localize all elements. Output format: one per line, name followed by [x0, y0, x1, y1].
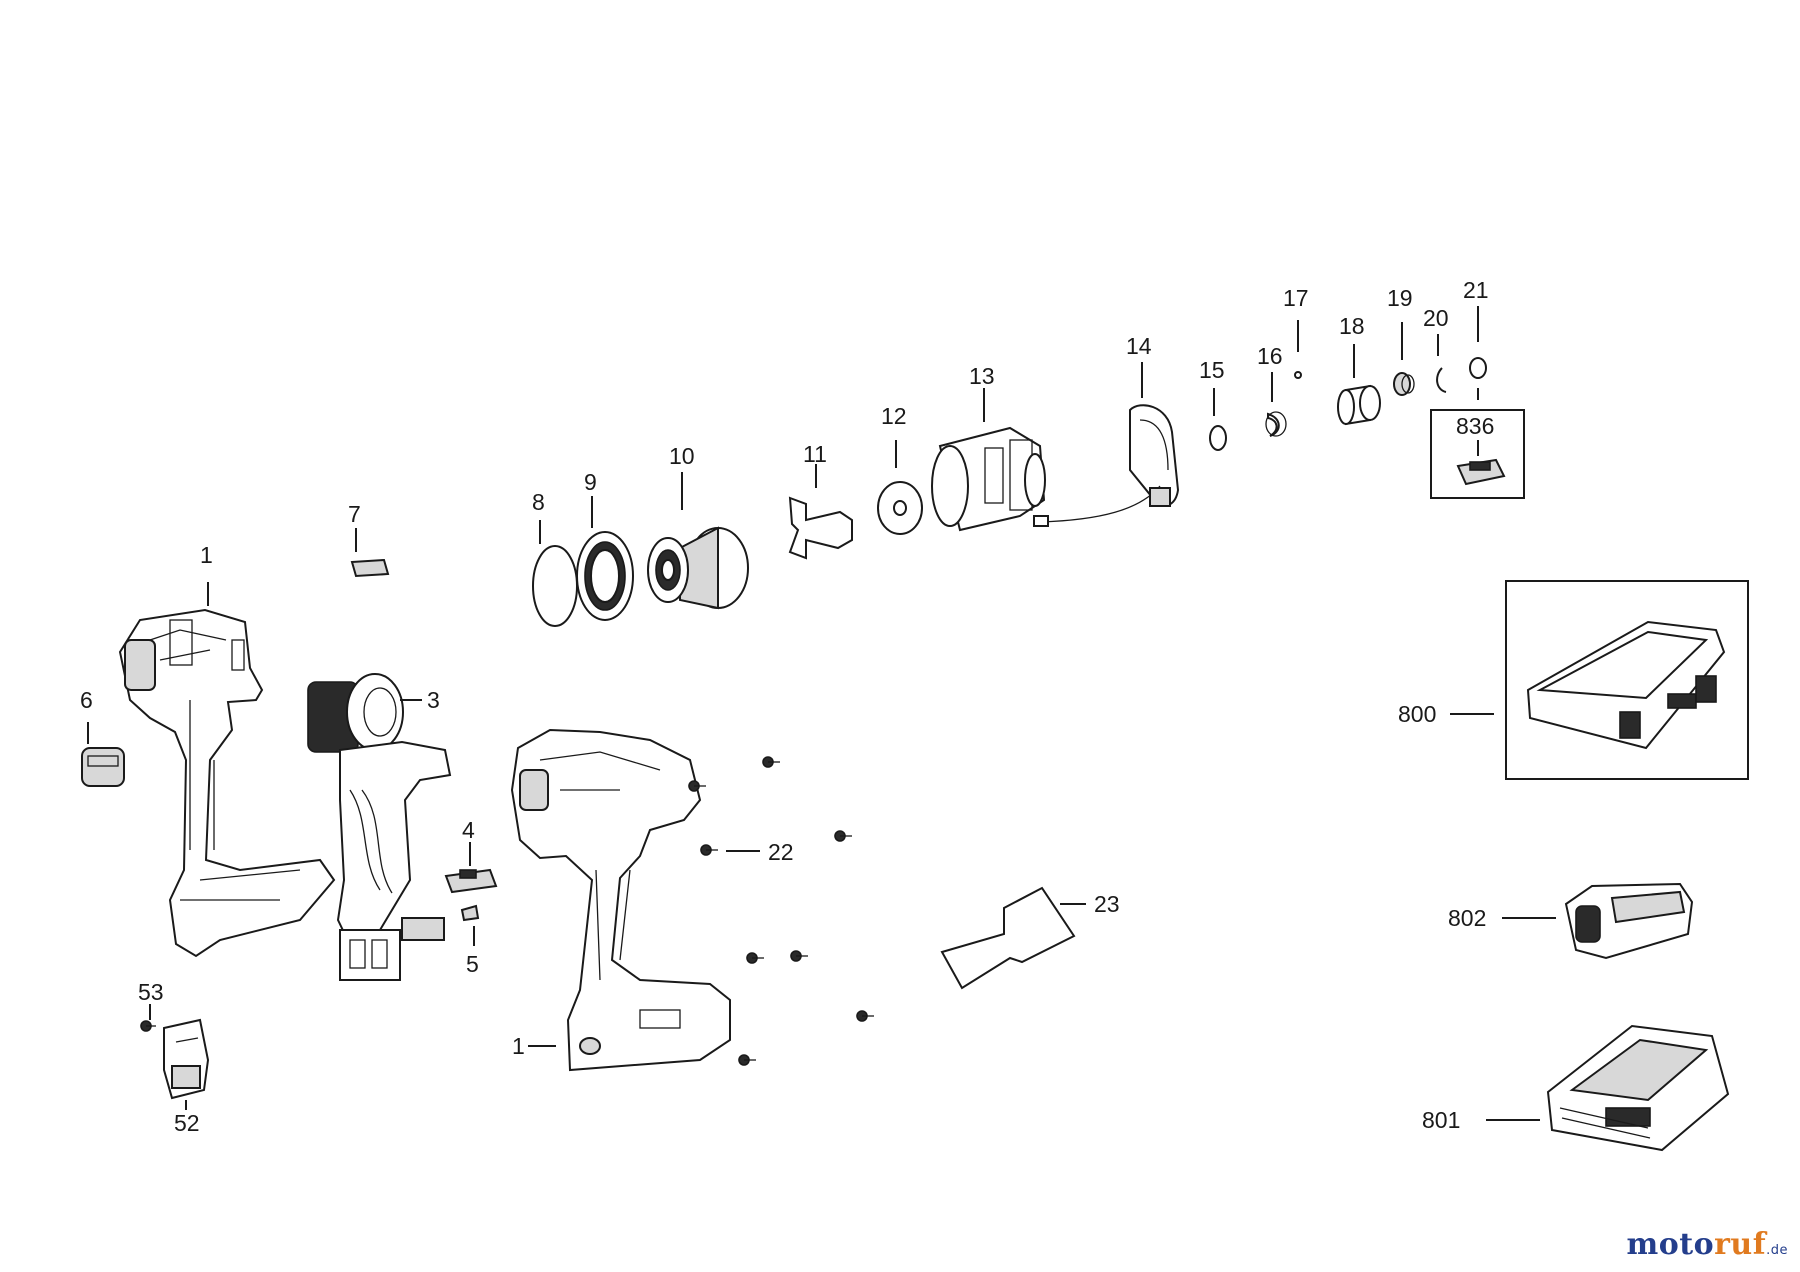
- part-22-screws[interactable]: [688, 756, 874, 1066]
- part-19-spring[interactable]: [1393, 372, 1415, 396]
- logo-text-main: moto: [1626, 1227, 1715, 1262]
- label-part-802: 802: [1448, 905, 1486, 931]
- label-part-4: 4: [462, 817, 475, 843]
- label-part-836: 836: [1456, 413, 1494, 439]
- part-802-battery[interactable]: [1564, 882, 1694, 960]
- part-1-housing-left[interactable]: [118, 608, 336, 958]
- label-part-7: 7: [348, 501, 361, 527]
- part-23-nameplate[interactable]: [940, 886, 1076, 990]
- part-20-wire-ring[interactable]: [1436, 367, 1447, 393]
- kit-836-box: [1430, 409, 1525, 499]
- label-part-17: 17: [1283, 285, 1309, 311]
- part-10-planetary-gear-assembly[interactable]: [647, 526, 749, 610]
- label-part-15: 15: [1199, 357, 1225, 383]
- label-part-3: 3: [427, 687, 440, 713]
- label-part-1-top: 1: [200, 542, 213, 568]
- label-part-10: 10: [669, 443, 695, 469]
- label-part-19: 19: [1387, 285, 1413, 311]
- label-part-11: 11: [803, 441, 827, 467]
- label-part-20: 20: [1423, 305, 1449, 331]
- label-part-13: 13: [969, 363, 995, 389]
- label-part-52: 52: [174, 1110, 200, 1136]
- part-12-washer[interactable]: [877, 481, 923, 535]
- motoruf-watermark-logo: motoruf.de: [1626, 1227, 1788, 1262]
- part-21-ring[interactable]: [1469, 357, 1487, 379]
- part-13-hammer-case[interactable]: [931, 426, 1046, 532]
- logo-text-tld: .de: [1766, 1243, 1788, 1258]
- part-9-ring-gear[interactable]: [576, 531, 634, 621]
- part-801-charger[interactable]: [1546, 1024, 1730, 1152]
- label-part-21: 21: [1463, 277, 1489, 303]
- label-part-53: 53: [138, 979, 164, 1005]
- part-52-belt-hook[interactable]: [163, 1018, 210, 1100]
- part-3-motor-switch-assembly[interactable]: [307, 673, 452, 981]
- part-7-selector-button[interactable]: [350, 558, 390, 578]
- label-part-18: 18: [1339, 313, 1365, 339]
- part-14-led-ring-cable[interactable]: [1033, 404, 1180, 527]
- part-17-ball[interactable]: [1294, 371, 1302, 379]
- part-1-housing-front[interactable]: [510, 728, 731, 1072]
- item-800-box: [1505, 580, 1749, 780]
- label-part-14: 14: [1126, 333, 1152, 359]
- label-part-12: 12: [881, 403, 907, 429]
- part-15-snap-ring[interactable]: [1209, 425, 1227, 451]
- part-18-sleeve[interactable]: [1337, 384, 1381, 426]
- label-part-23: 23: [1094, 891, 1120, 917]
- part-8-o-ring[interactable]: [532, 545, 578, 627]
- part-16-spring-clip[interactable]: [1265, 411, 1287, 437]
- logo-text-accent: ruf: [1714, 1227, 1767, 1262]
- label-part-16: 16: [1257, 343, 1283, 369]
- part-836-slide-kit[interactable]: [1456, 458, 1506, 486]
- part-4-switch-plate[interactable]: [444, 868, 498, 894]
- label-part-801: 801: [1422, 1107, 1460, 1133]
- part-53-screw[interactable]: [140, 1020, 156, 1032]
- label-part-800: 800: [1398, 701, 1436, 727]
- part-6-button[interactable]: [81, 747, 125, 787]
- label-part-5: 5: [466, 951, 479, 977]
- label-part-6: 6: [80, 687, 93, 713]
- label-part-9: 9: [584, 469, 597, 495]
- part-5-clip[interactable]: [460, 904, 480, 922]
- part-11-anvil[interactable]: [788, 496, 853, 560]
- label-part-1-bottom: 1: [512, 1033, 525, 1059]
- label-part-22: 22: [768, 839, 794, 865]
- label-part-8: 8: [532, 489, 545, 515]
- part-800-carry-case[interactable]: [1526, 620, 1726, 750]
